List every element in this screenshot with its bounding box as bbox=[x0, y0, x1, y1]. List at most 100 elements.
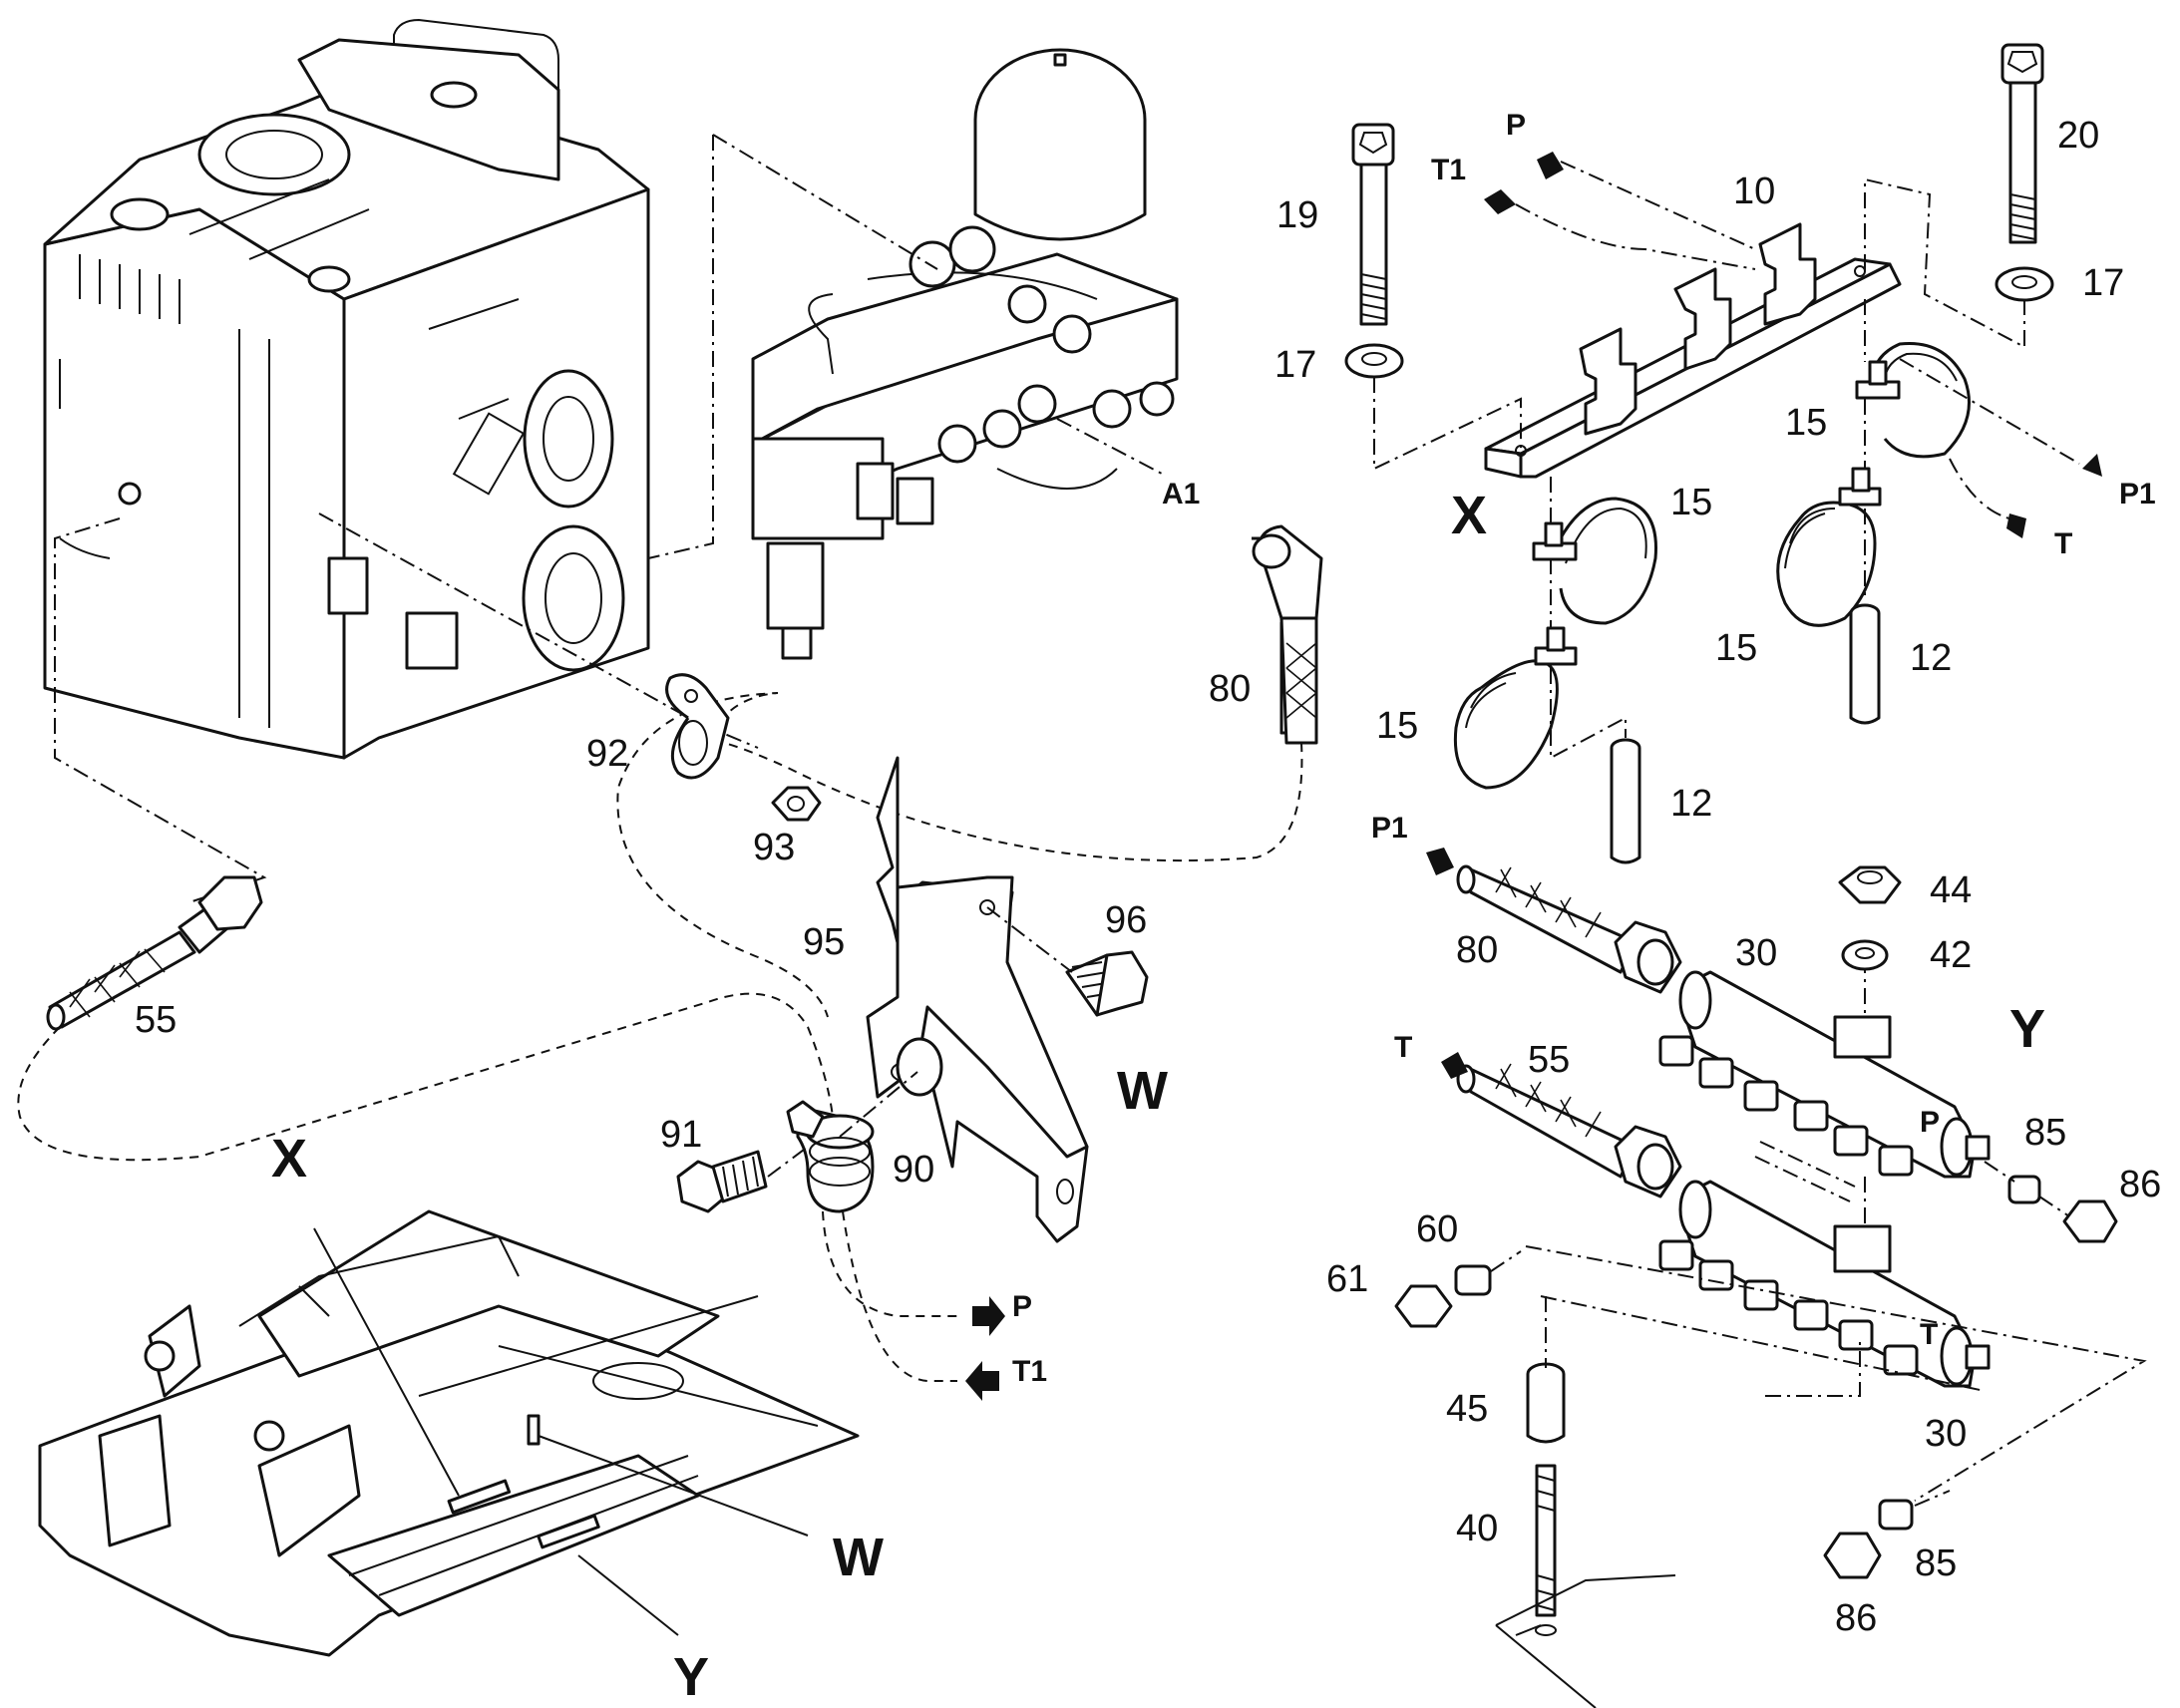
manifold-30-t bbox=[1658, 1180, 1991, 1388]
leader-a1 bbox=[1056, 418, 1163, 475]
callout-61: 61 bbox=[1326, 1258, 1368, 1300]
callout-96: 96 bbox=[1105, 899, 1147, 941]
callout-labels: 10 19 20 17 17 15 15 15 15 12 12 44 42 3… bbox=[135, 115, 2161, 1639]
port-labels: P T1 P1 T P1 T P T1 A1 P T bbox=[1012, 109, 2156, 1388]
plug-85-bottom bbox=[1878, 1499, 1914, 1531]
leader-clamps bbox=[1550, 299, 1866, 760]
nut-44 bbox=[1838, 865, 1902, 904]
callout-60: 60 bbox=[1416, 1208, 1458, 1250]
callout-42: 42 bbox=[1930, 934, 1972, 976]
valve-block-assembly bbox=[751, 48, 1179, 660]
hydraulic-tank bbox=[43, 18, 650, 760]
leader-w-frame bbox=[538, 1435, 809, 1537]
callout-95: 95 bbox=[803, 921, 845, 963]
leader-clamp90 bbox=[767, 1071, 918, 1178]
hose-55-routing bbox=[17, 992, 834, 1162]
manifold-30-p bbox=[1658, 970, 1991, 1179]
callout-15-c: 15 bbox=[1715, 627, 1757, 669]
callout-80-upper: 80 bbox=[1209, 668, 1251, 710]
callout-90: 90 bbox=[893, 1149, 934, 1191]
port-p-top: P bbox=[1506, 109, 1526, 142]
spacer-12-right bbox=[1849, 603, 1881, 725]
view-w-top: W bbox=[1117, 1061, 1168, 1121]
port-p-bottom: P bbox=[1012, 1290, 1032, 1323]
leader-t1-top bbox=[1515, 203, 1756, 270]
leader-t-top bbox=[1949, 458, 2010, 519]
nut-93 bbox=[771, 786, 822, 822]
view-x-top: X bbox=[1451, 486, 1487, 545]
port-arrow-icon bbox=[965, 152, 2102, 1401]
callout-86-right: 86 bbox=[2119, 1164, 2161, 1205]
leader-screw20 bbox=[1864, 177, 2025, 349]
clamp-15-right-top bbox=[1855, 341, 1971, 459]
callout-12-left: 12 bbox=[1670, 783, 1712, 825]
callout-17-right: 17 bbox=[2082, 262, 2124, 304]
leader-p1-top bbox=[1899, 358, 2080, 465]
callout-15-a: 15 bbox=[1785, 402, 1827, 444]
spacer-12-left bbox=[1610, 738, 1641, 864]
port-t-manifold: T bbox=[1920, 1318, 1938, 1351]
callout-80-right: 80 bbox=[1456, 929, 1498, 971]
callout-92: 92 bbox=[586, 733, 628, 775]
spacer-45 bbox=[1526, 1362, 1566, 1444]
leader-valve bbox=[647, 134, 938, 559]
bolt-96 bbox=[1065, 950, 1149, 1017]
port-p-manifold: P bbox=[1920, 1106, 1940, 1139]
callout-93: 93 bbox=[753, 827, 795, 868]
clamp-15-right-bottom bbox=[1776, 467, 1882, 627]
leader-85-bottom bbox=[1914, 1490, 1951, 1507]
callout-19: 19 bbox=[1276, 194, 1318, 236]
leader-tank bbox=[54, 517, 267, 903]
callout-85-right: 85 bbox=[2024, 1112, 2066, 1154]
callout-30-bottom: 30 bbox=[1925, 1413, 1967, 1455]
port-p1-right: P1 bbox=[2119, 478, 2156, 511]
screw-20 bbox=[2000, 43, 2044, 244]
leader-plug85-right bbox=[1984, 1161, 2070, 1217]
callout-45: 45 bbox=[1446, 1388, 1488, 1430]
callout-17-left: 17 bbox=[1274, 344, 1316, 386]
port-a1: A1 bbox=[1162, 478, 1200, 511]
hose-p-t1-routing bbox=[822, 1210, 957, 1382]
callout-44: 44 bbox=[1930, 869, 1972, 911]
washer-42 bbox=[1841, 939, 1889, 971]
view-y-top: Y bbox=[2009, 999, 2045, 1059]
leader-y-frame bbox=[577, 1554, 679, 1636]
port-t-right: T bbox=[2054, 527, 2072, 560]
callout-15-d: 15 bbox=[1376, 705, 1418, 747]
callout-86-bottom: 86 bbox=[1835, 1597, 1877, 1639]
leader-screw19 bbox=[1373, 377, 1522, 471]
hose-55-left bbox=[46, 875, 263, 1031]
callout-55-left: 55 bbox=[135, 999, 177, 1041]
view-y-frame: Y bbox=[673, 1647, 709, 1707]
callout-20: 20 bbox=[2057, 115, 2099, 157]
port-t1-top: T1 bbox=[1431, 154, 1466, 186]
washer-17-left bbox=[1344, 343, 1404, 379]
callout-12-right: 12 bbox=[1910, 637, 1952, 679]
bolt-91 bbox=[676, 1150, 768, 1213]
view-x-frame: X bbox=[271, 1129, 307, 1189]
nut-86-right bbox=[2062, 1199, 2118, 1243]
washer-17-right bbox=[1995, 266, 2054, 302]
callout-10: 10 bbox=[1733, 171, 1775, 212]
leader-manifolds bbox=[1525, 957, 2147, 1502]
machine-frame bbox=[38, 1209, 860, 1657]
callout-15-b: 15 bbox=[1670, 482, 1712, 523]
hose-55-t bbox=[1456, 1063, 1682, 1198]
port-t-mid: T bbox=[1394, 1031, 1412, 1064]
clamp-15-x-top bbox=[1532, 497, 1657, 625]
callout-30-top: 30 bbox=[1735, 932, 1777, 974]
nut-61 bbox=[1394, 1284, 1453, 1328]
base-plate bbox=[1495, 1574, 1676, 1708]
plug-85-right bbox=[2007, 1175, 2041, 1204]
nut-86-bottom bbox=[1823, 1532, 1882, 1579]
callout-55-right: 55 bbox=[1528, 1039, 1570, 1081]
clamp-92 bbox=[665, 673, 730, 780]
leader-p-top bbox=[1560, 161, 1756, 250]
leader-60 bbox=[1490, 1250, 1522, 1272]
hose-80-upper bbox=[1252, 524, 1323, 745]
view-w-frame: W bbox=[833, 1528, 884, 1587]
stud-40 bbox=[1535, 1464, 1557, 1617]
clamp-90 bbox=[786, 1100, 875, 1213]
